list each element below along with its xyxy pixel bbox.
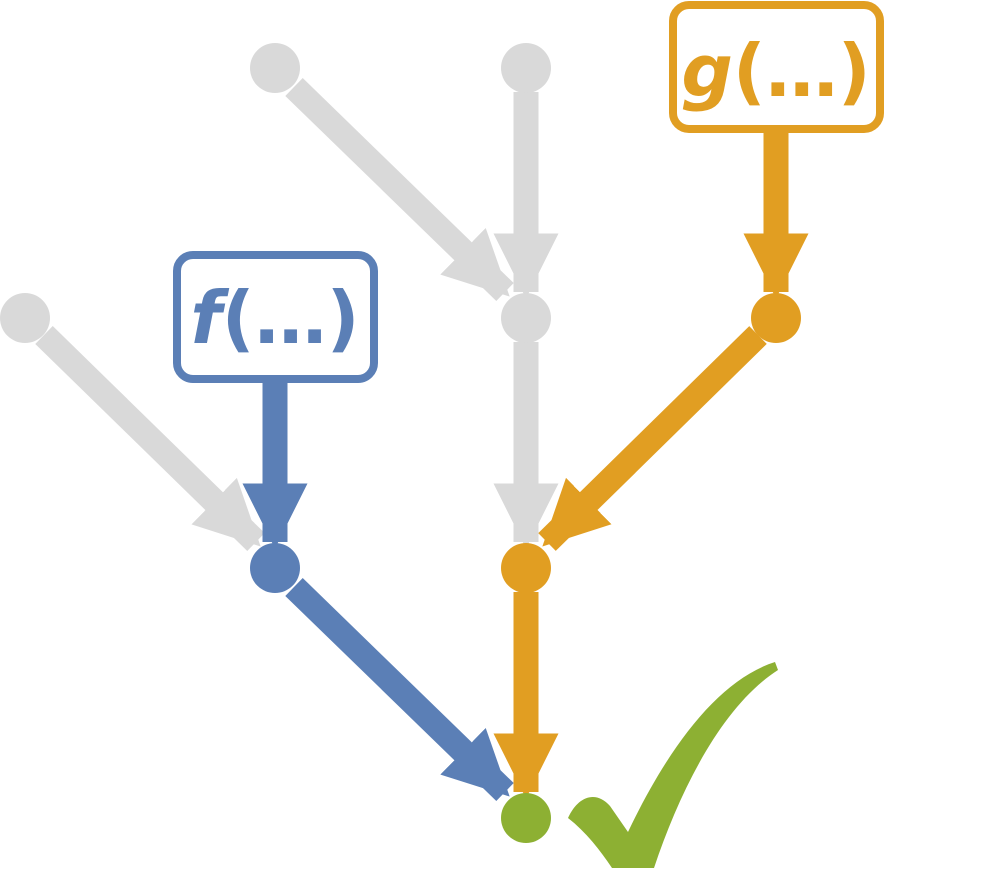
edge-blue-2 [285,578,514,801]
svg-text:g(…): g(…) [681,29,870,113]
node-orange-mid-right [751,293,801,343]
node-green-result [501,793,551,843]
function-args-g: (…) [733,29,871,113]
checkmark-icon [568,662,778,868]
svg-text:f(…): f(…) [190,276,359,360]
node-gray-mid-center [501,293,551,343]
function-args-f: (…) [222,276,360,360]
node-blue-low-left [250,543,300,593]
node-gray-top-left [250,43,300,93]
node-gray-mid-left [0,293,50,343]
edge-orange-2 [538,326,767,551]
edge-gray-1 [285,78,514,301]
node-orange-low-center [501,543,551,593]
node-gray-top-center [501,43,551,93]
function-box-f: f(…) [173,251,378,383]
function-name-g: g [681,29,733,113]
edge-gray-4 [35,326,265,551]
function-box-g: g(…) [669,1,884,133]
